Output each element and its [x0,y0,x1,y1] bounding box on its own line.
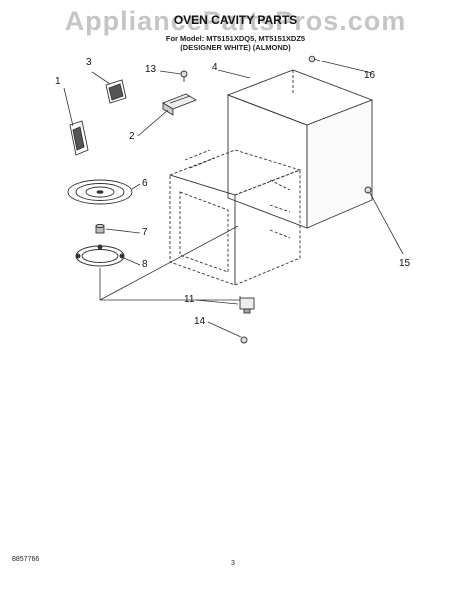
turntable-tray-part-6 [67,179,133,205]
vent-grille-part-1 [69,120,89,156]
leader-lines [63,60,404,338]
callout-16: 16 [364,70,376,81]
models-line: For Model: MT5151XDQ5, MT5151XDZ5 [165,34,306,43]
coupler-part-7 [95,224,105,234]
screw-part-16 [308,55,321,63]
callout-11: 11 [184,294,195,305]
callout-3: 3 [86,57,92,68]
cover-part-3 [105,79,127,104]
screw-part-14 [240,336,248,344]
callout-8: 8 [142,259,148,270]
callout-6: 6 [142,178,148,189]
motor-part-11 [239,297,255,314]
callout-1: 1 [55,76,61,87]
bracket-part-2 [161,93,198,116]
colors-line: (DESIGNER WHITE) (ALMOND) [180,43,291,52]
callout-7: 7 [142,227,148,238]
callout-2: 2 [129,131,135,142]
cabinet-wrapper [226,69,374,229]
callout-15: 15 [399,258,411,269]
callout-13: 13 [145,64,157,75]
callout-4: 4 [212,62,218,73]
roller-ring-part-8 [75,244,125,267]
page-number: 3 [231,560,235,567]
oven-cavity [168,149,302,286]
document-number: 8857766 [12,556,40,563]
diagram-title: OVEN CAVITY PARTS [173,13,298,27]
callout-14: 14 [194,316,206,327]
watermark: AppliancePartsPros.com [64,6,407,36]
screw-part-13 [180,70,188,82]
screw-part-15 [364,186,372,194]
